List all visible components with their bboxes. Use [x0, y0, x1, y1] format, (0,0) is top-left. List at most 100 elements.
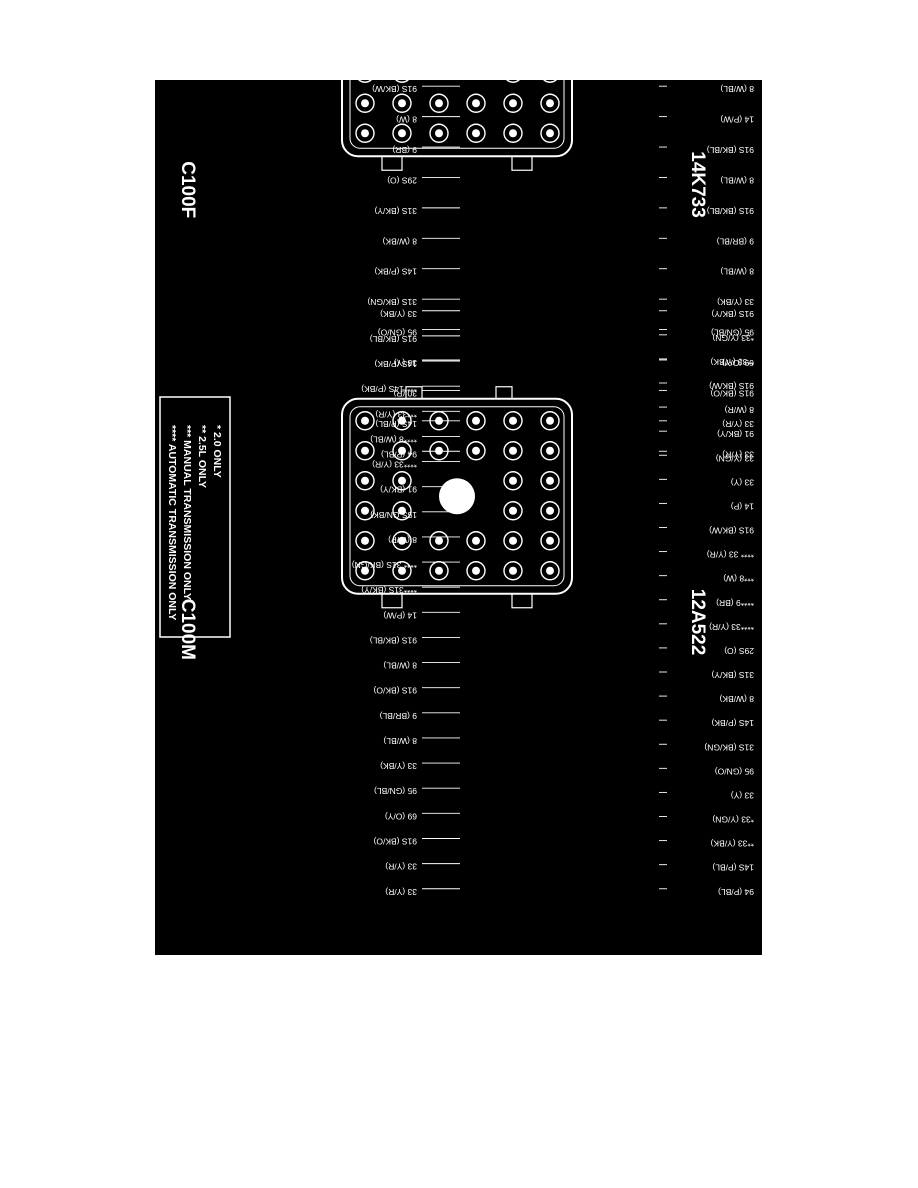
bot-pin [355, 441, 375, 461]
c100f-left-wire-labels: 33 (Y/BK)91S (BK/BL)14S (P/BK)91 (BK/Y)1… [707, 84, 754, 459]
part-number-14k733: 14K733 [687, 151, 708, 218]
top-pin [355, 93, 375, 113]
bot-right-wire-label: 14S (P/BK) [374, 359, 417, 369]
top-pin-contact [361, 129, 369, 138]
bot-left-wire-label: 91S (BK/W) [709, 381, 754, 391]
bot-pin [355, 471, 375, 491]
legend-item-3: *** MANUAL TRANSMISSION ONLY [181, 425, 193, 600]
bot-pin-contact [435, 566, 443, 575]
bot-pin [429, 441, 449, 461]
bot-left-wire-label: 33 (Y) [731, 477, 754, 487]
bot-right-wire-label: 8 (W/BL) [383, 736, 417, 746]
bot-pin [503, 441, 523, 461]
bot-pin [392, 441, 412, 461]
top-left-wire-label: 33 (Y/R) [722, 419, 754, 429]
top-left-wire-label: 8 (W/BL) [720, 267, 754, 277]
bot-left-wire-label: *33 (Y/GN) [712, 815, 754, 825]
bot-pin [355, 501, 375, 521]
bot-pin [503, 531, 523, 551]
bot-left-wire-label: **** 33 (Y/R) [707, 550, 754, 560]
bot-pin [540, 531, 560, 551]
bot-housing-outline [341, 397, 573, 595]
top-right-wire-label: 95 (GN/O) [378, 328, 417, 338]
bot-pin-contact [398, 416, 406, 425]
bot-housing-inner [349, 406, 565, 587]
top-pin-contact [398, 99, 406, 108]
bot-left-wire-label: 8 (W/BK) [719, 694, 754, 704]
bot-pin [355, 561, 375, 581]
bot-center-bolt [439, 478, 475, 515]
bot-pin-contact [546, 566, 554, 575]
top-latch-tab [511, 155, 533, 171]
bot-pin [429, 561, 449, 581]
bot-right-wire-label: 91S (BK/O) [373, 686, 417, 696]
bot-latch-tab [511, 593, 533, 609]
bot-pin-contact [546, 476, 554, 485]
bot-pin-contact [361, 536, 369, 545]
bot-right-wire-label: ****31S (BK/Y) [361, 585, 417, 595]
top-pin-contact [546, 129, 554, 138]
top-right-wire-label: 31S (BK/GN) [367, 297, 417, 307]
bot-pin-contact [398, 446, 406, 455]
top-pin [392, 123, 412, 143]
bot-pin [429, 531, 449, 551]
top-pin [429, 123, 449, 143]
top-pin [540, 80, 560, 83]
bot-left-wire-label: 31S (BK/GN) [704, 742, 754, 752]
top-left-wire-label: 69 (O/Y) [722, 358, 754, 368]
part-number-12a522: 12A522 [687, 589, 708, 656]
bot-pin [466, 441, 486, 461]
bot-left-wire-label: 91 (BK/Y) [717, 429, 754, 439]
top-left-wire-label: 91S (BK/BL) [707, 145, 754, 155]
bot-pin [392, 531, 412, 551]
top-pin [392, 93, 412, 113]
bot-pin-contact [509, 536, 517, 545]
bot-pin-contact [472, 416, 480, 425]
c100m-connector-body [341, 386, 573, 609]
top-pin [540, 93, 560, 113]
top-left-wire-label: 33 (Y/BK) [717, 297, 754, 307]
top-right-wire-label: 94 (P/BL) [381, 449, 417, 459]
bot-left-wire-label: ****9 (BR) [716, 598, 754, 608]
top-left-wire-label: 8 (W/BL) [720, 175, 754, 185]
top-pin [540, 123, 560, 143]
bot-left-wire-label: **33 (Y/BK) [710, 357, 754, 367]
top-pin [503, 80, 523, 83]
bot-left-wire-label: 29S (O) [724, 646, 754, 656]
bot-pin [392, 411, 412, 431]
top-pin [503, 123, 523, 143]
bot-left-wire-label: 91S (BK/Y) [711, 309, 754, 319]
top-right-wire-label: 14S (P/BL) [375, 419, 417, 429]
top-pin [355, 80, 375, 83]
bot-pin-contact [509, 446, 517, 455]
top-pin-contact [435, 129, 443, 138]
bot-pin [466, 561, 486, 581]
top-left-wire-label: 91S (BK/BL) [707, 206, 754, 216]
bot-pin-contact [361, 416, 369, 425]
top-right-wire-label: 8 (W) [396, 115, 417, 125]
top-left-wire-label: 33 (Y/R) [722, 449, 754, 459]
c100m-right-wire-labels: 33 (Y/BK)91S (BK/BL)14S (P/BK)****14S (P… [352, 309, 417, 897]
bot-pin-contact [398, 536, 406, 545]
bot-right-wire-label: 14 (P/W) [383, 610, 417, 620]
bot-right-wire-label: 33 (Y/R) [385, 887, 417, 897]
top-pin [503, 93, 523, 113]
bot-pin [466, 411, 486, 431]
connector-name-c100f: C100F [177, 161, 198, 218]
bot-right-wire-label: 91 (BK/Y) [380, 485, 417, 495]
bot-right-wire-label: 33 (Y/R) [385, 862, 417, 872]
top-left-wire-label: 8 (W/BL) [720, 84, 754, 94]
legend-item-2: ** 2.5L ONLY [196, 425, 208, 488]
bot-pin-contact [361, 506, 369, 515]
bot-left-wire-label: 14S (P/BK) [711, 718, 754, 728]
connector-name-c100m: C100M [177, 599, 198, 660]
c100f-right-wire-labels: 91S (BK/Y)8 (W/R)91S (BK/W)33 (Y/GN)91 (… [367, 84, 417, 459]
bot-left-wire-label: 95 (GN/O) [715, 766, 754, 776]
bot-pin [503, 561, 523, 581]
legend-box [159, 396, 231, 638]
bot-pin [540, 471, 560, 491]
top-right-wire-label: 29S (O) [387, 175, 417, 185]
bot-right-wire-label: ****14S (P/BK) [361, 384, 417, 394]
top-pin-contact [509, 99, 517, 108]
top-left-wire-label: 14 (P/W) [720, 115, 754, 125]
